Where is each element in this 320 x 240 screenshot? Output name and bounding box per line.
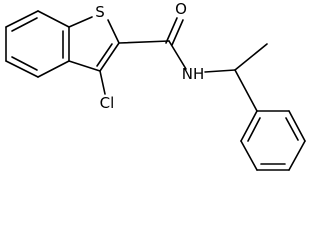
bond-ph5-ph6 — [240, 140, 258, 171]
chlorine-label: Cl — [100, 94, 115, 112]
bond-c2-c3 — [99, 42, 120, 72]
bond-c3-cl — [99, 70, 106, 95]
chemical-structure: S O NH Cl — [5, 0, 306, 171]
bond-c7-c6 — [5, 10, 39, 28]
nitrogen-hydrogen-label: NH — [182, 65, 205, 83]
bond-c7-c6-inner — [11, 17, 38, 32]
bond-ch-methyl — [234, 43, 268, 71]
bond-c5-c4 — [5, 60, 39, 78]
bond-n-ch — [204, 69, 236, 73]
bond-ph2-ph3 — [288, 110, 306, 142]
bond-c5-c4-inner — [11, 56, 38, 71]
bond-ph6-ph1-inner — [247, 117, 261, 142]
bond-c4-c3a — [37, 60, 70, 78]
oxygen-label: O — [175, 0, 187, 18]
bond-carbonyl-o-b — [171, 19, 184, 46]
bond-carbonyl-o-a — [165, 17, 178, 44]
bond-c7a-s — [68, 16, 93, 28]
bond-c2-carbonyl — [118, 40, 170, 44]
bond-s-c2 — [107, 19, 120, 44]
bond-c2-c3-inner — [96, 43, 113, 67]
bond-c3-c3a — [68, 60, 101, 72]
bond-ph3-ph4 — [288, 140, 306, 171]
bond-c7a-c7 — [37, 10, 70, 28]
bond-ph6-ph1 — [240, 110, 258, 142]
bond-ph2-ph3-inner — [285, 117, 299, 141]
bond-ch-phenyl — [234, 69, 258, 112]
sulfur-label: S — [95, 3, 105, 21]
bond-carbonyl-n — [168, 40, 187, 70]
